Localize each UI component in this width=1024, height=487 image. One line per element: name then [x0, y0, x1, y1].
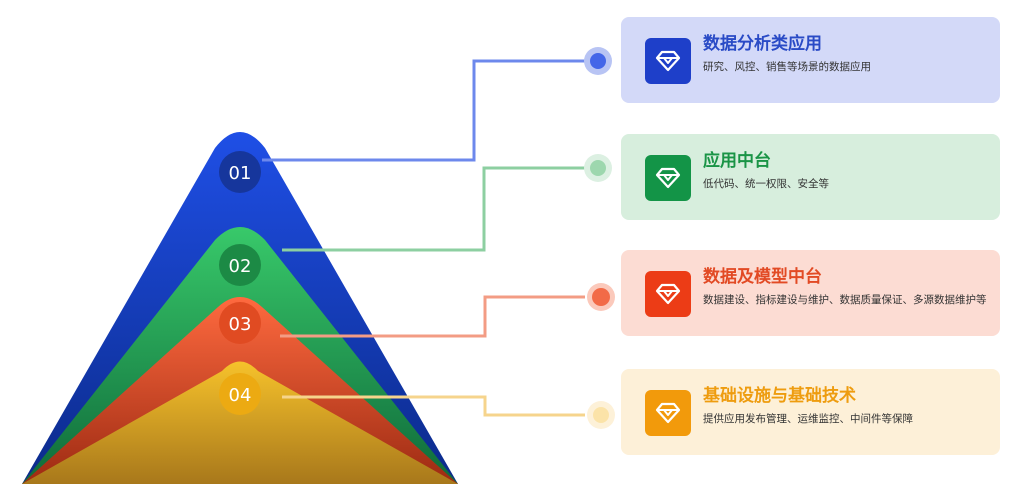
connector-line-2: [282, 166, 585, 252]
level-number-3: 03: [229, 314, 252, 335]
level-card-3: 数据及模型中台 数据建设、指标建设与维护、数据质量保证、多源数据维护等: [621, 250, 1000, 336]
level-number-4: 04: [229, 385, 252, 406]
connector-dot-4: [587, 401, 615, 429]
connector-dot-3: [587, 283, 615, 311]
level-title-2: 应用中台: [703, 151, 771, 171]
level-title-4: 基础设施与基础技术: [703, 386, 856, 406]
level-badge-2: 02: [219, 244, 261, 286]
level-card-2: 应用中台 低代码、统一权限、安全等: [621, 134, 1000, 220]
level-number-2: 02: [229, 256, 252, 277]
diamond-icon: [645, 38, 691, 84]
level-title-1: 数据分析类应用: [703, 34, 822, 54]
level-description-1: 研究、风控、销售等场景的数据应用: [703, 61, 871, 73]
connector-line-3: [280, 295, 585, 338]
level-number-1: 01: [229, 163, 252, 184]
level-card-1: 数据分析类应用 研究、风控、销售等场景的数据应用: [621, 17, 1000, 103]
connector-dot-2: [584, 154, 612, 182]
connector-line-1: [262, 59, 585, 162]
level-badge-4: 04: [219, 373, 261, 415]
level-title-3: 数据及模型中台: [703, 267, 822, 287]
diamond-icon: [645, 271, 691, 317]
diamond-icon: [645, 155, 691, 201]
pyramid-layer-4: [22, 361, 458, 484]
connector-dot-1: [584, 47, 612, 75]
diamond-icon: [645, 390, 691, 436]
level-badge-1: 01: [219, 151, 261, 193]
level-description-3: 数据建设、指标建设与维护、数据质量保证、多源数据维护等: [703, 294, 987, 306]
level-description-2: 低代码、统一权限、安全等: [703, 178, 829, 190]
level-badge-3: 03: [219, 302, 261, 344]
connector-line-4: [282, 395, 585, 417]
level-description-4: 提供应用发布管理、运维监控、中间件等保障: [703, 413, 913, 425]
level-card-4: 基础设施与基础技术 提供应用发布管理、运维监控、中间件等保障: [621, 369, 1000, 455]
